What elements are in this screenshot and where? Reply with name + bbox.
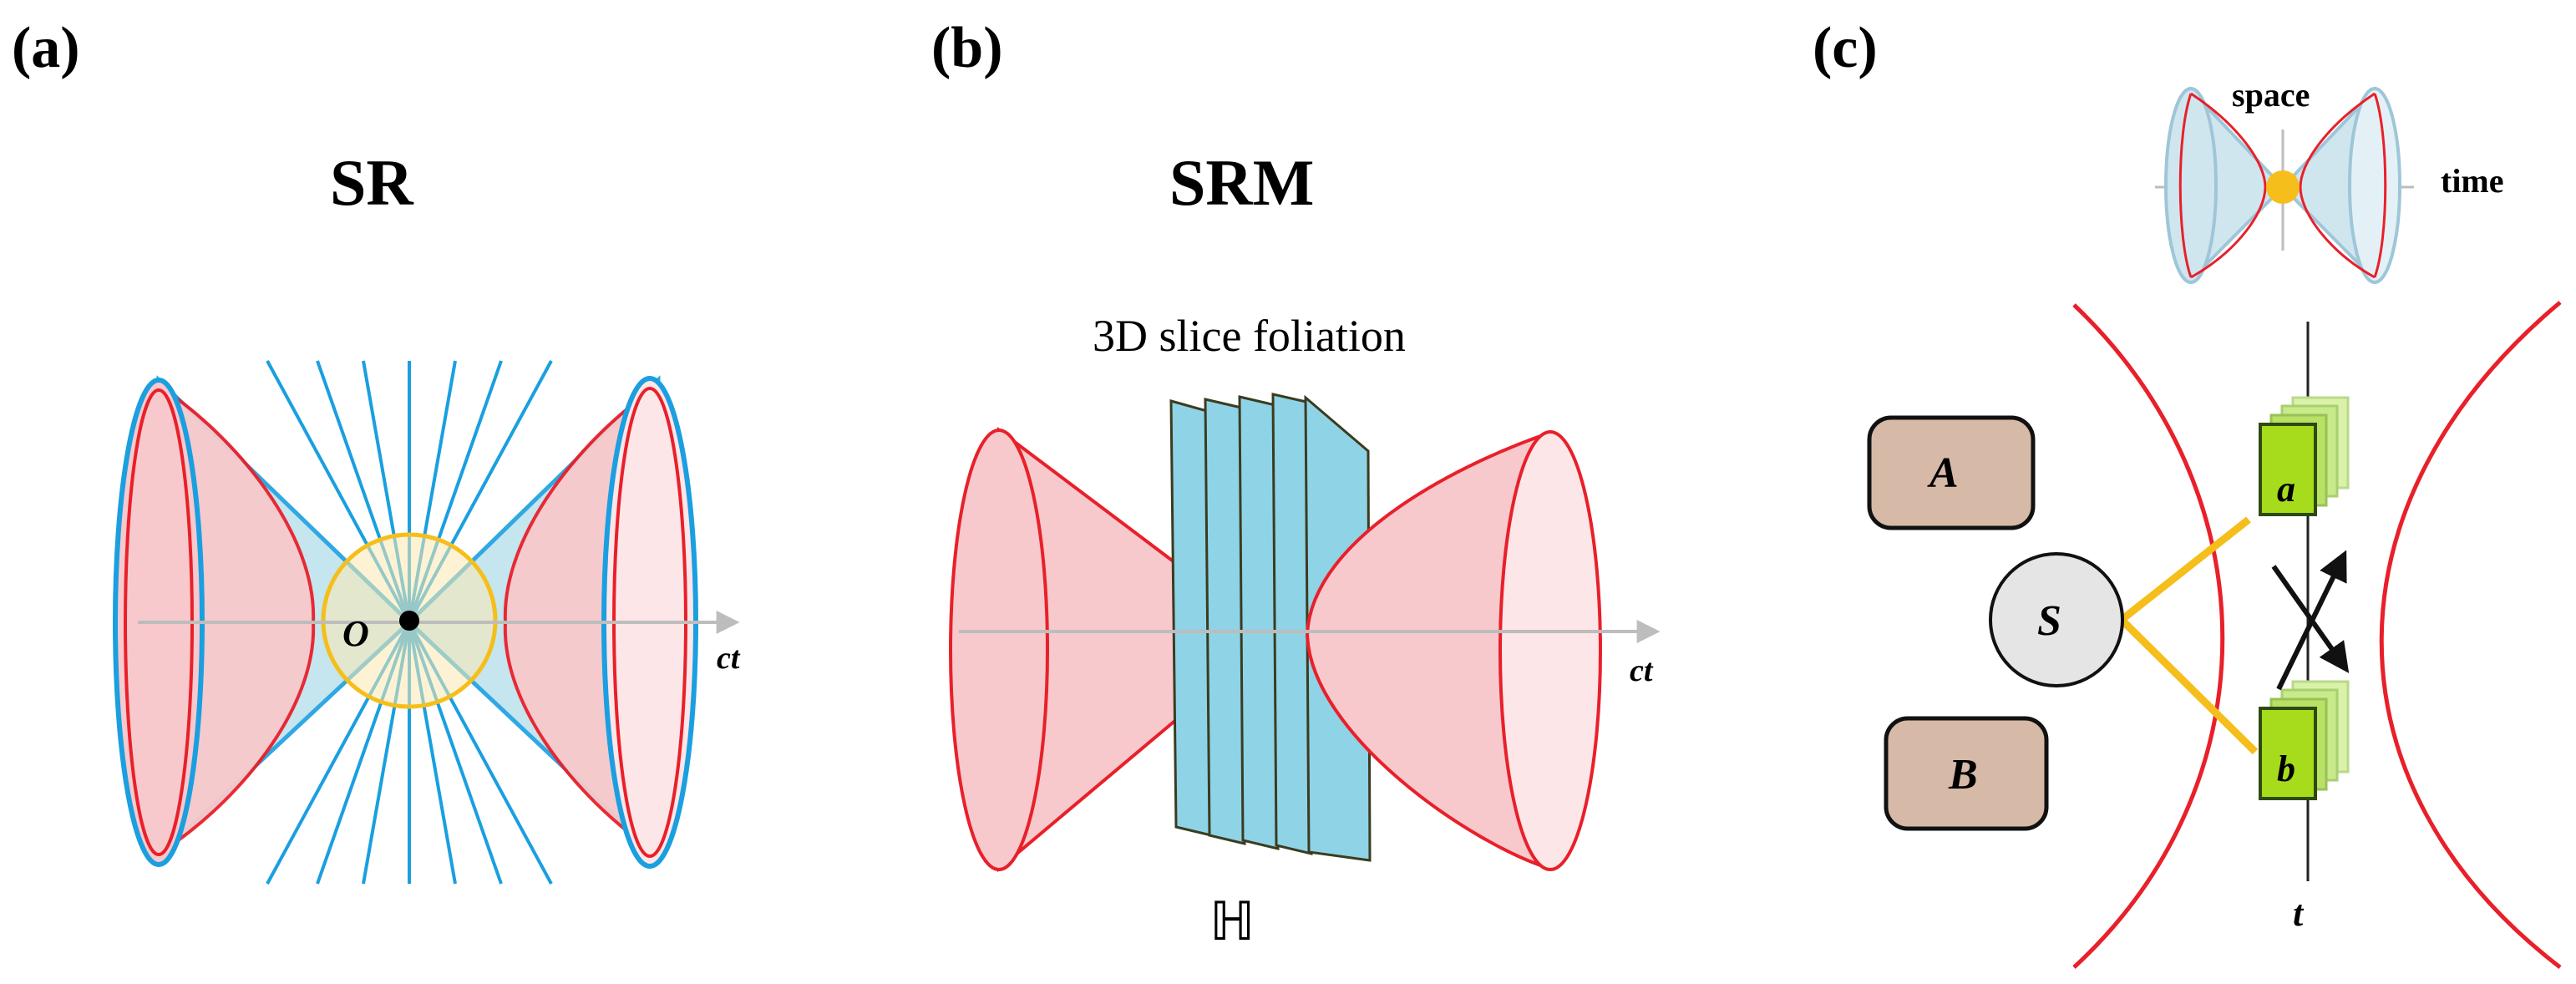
ct-label-a: ct bbox=[717, 641, 741, 676]
foliation-label: 3D slice foliation bbox=[1093, 311, 1406, 361]
origin-label: O bbox=[342, 613, 369, 654]
arrow-down bbox=[2271, 565, 2350, 673]
panel-c: (c) space time t A B bbox=[1813, 16, 2562, 969]
source-label: S bbox=[2037, 597, 2061, 645]
panel-c-label: (c) bbox=[1813, 16, 1878, 80]
origin-point bbox=[399, 611, 419, 631]
panel-b-label: (b) bbox=[931, 16, 1003, 80]
box-a-label: A bbox=[1927, 449, 1959, 497]
t-label: t bbox=[2293, 893, 2305, 934]
signal-to-a bbox=[2119, 516, 2251, 623]
panel-a: (a) SR O ct bbox=[12, 16, 741, 885]
right-cone-b-base bbox=[1498, 430, 1602, 871]
source-circle bbox=[1989, 552, 2124, 687]
panel-b-title: SRM bbox=[1169, 146, 1314, 219]
ct-label-b: ct bbox=[1630, 653, 1654, 688]
panel-a-label: (a) bbox=[12, 16, 80, 80]
hilbert-label: ℍ bbox=[1209, 892, 1255, 951]
detector-a bbox=[2259, 396, 2350, 516]
hyperbola-left bbox=[2072, 303, 2225, 969]
right-cone-b bbox=[1305, 430, 1552, 871]
box-b bbox=[1884, 716, 2049, 831]
inset-light-cone bbox=[2155, 85, 2414, 284]
slice-stack bbox=[1169, 393, 1372, 862]
inset-time-label: time bbox=[2441, 162, 2504, 200]
detector-b bbox=[2259, 680, 2350, 800]
left-cone-b-base bbox=[949, 429, 1049, 871]
panel-a-title: SR bbox=[330, 146, 414, 219]
signal-to-b bbox=[2118, 616, 2259, 755]
box-a bbox=[1867, 415, 2036, 530]
inset-space-label: space bbox=[2232, 76, 2310, 114]
hyperbola-right bbox=[2379, 301, 2562, 969]
detector-b-label: b bbox=[2277, 748, 2295, 789]
detector-a-label: a bbox=[2277, 469, 2295, 510]
box-b-label: B bbox=[1948, 751, 1978, 799]
panel-b: (b) SRM 3D slice foliation ct ℍ bbox=[931, 16, 1661, 951]
